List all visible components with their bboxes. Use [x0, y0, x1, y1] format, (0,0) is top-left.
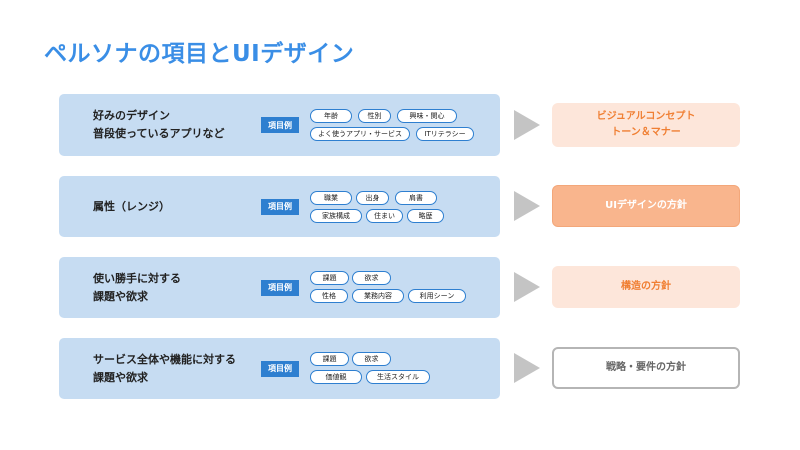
row-usability: 使い勝手に対する 課題や欲求 項目例 課題 欲求 性格 業務内容 利用シーン — [59, 257, 500, 318]
row-label: 使い勝手に対する 課題や欲求 — [93, 270, 181, 306]
tag: 性格 — [310, 289, 348, 303]
tag: 利用シーン — [408, 289, 466, 303]
tag: 家族構成 — [310, 209, 362, 223]
row-label: 好みのデザイン 普段使っているアプリなど — [93, 107, 224, 143]
row-label-line: 課題や欲求 — [93, 370, 148, 384]
tag: 業務内容 — [352, 289, 404, 303]
row-label: 属性（レンジ） — [93, 198, 170, 216]
arrow-right-icon — [514, 110, 540, 140]
tag: 課題 — [310, 271, 349, 285]
tag: 生活スタイル — [366, 370, 430, 384]
arrow-right-icon — [514, 191, 540, 221]
result-line: 構造の方針 — [621, 281, 671, 292]
example-badge: 項目例 — [261, 198, 299, 215]
row-label-line: 使い勝手に対する — [93, 271, 181, 285]
row-attributes: 属性（レンジ） 項目例 職業 出身 肩書 家族構成 住まい 略歴 — [59, 176, 500, 237]
row-label-line: 普段使っているアプリなど — [93, 127, 225, 140]
tag: 略歴 — [407, 209, 444, 223]
tag: 年齢 — [310, 109, 352, 123]
tag: 性別 — [358, 109, 391, 123]
tag: 職業 — [310, 191, 352, 205]
tag: 肩書 — [395, 191, 437, 205]
example-badge: 項目例 — [261, 117, 299, 133]
tag: 出身 — [356, 191, 389, 205]
row-label: サービス全体や機能に対する 課題や欲求 — [93, 351, 236, 387]
tag: ITリテラシー — [416, 127, 474, 141]
row-preferences: 好みのデザイン 普段使っているアプリなど 項目例 年齢 性別 興味・関心 よく使… — [59, 94, 500, 156]
tag: 住まい — [366, 209, 403, 223]
result-visual-concept: ビジュアルコンセプト トーン＆マナー — [552, 103, 740, 147]
result-strategy-policy: 戦略・要件の方針 — [552, 347, 740, 389]
result-ui-design-policy: UIデザインの方針 — [552, 185, 740, 227]
example-badge: 項目例 — [261, 279, 299, 296]
row-label-line: 好みのデザイン — [93, 109, 170, 122]
tag: 欲求 — [352, 271, 391, 285]
row-service: サービス全体や機能に対する 課題や欲求 項目例 課題 欲求 価値観 生活スタイル — [59, 338, 500, 399]
example-badge: 項目例 — [261, 360, 299, 377]
arrow-right-icon — [514, 272, 540, 302]
row-label-line: 属性（レンジ） — [93, 199, 170, 213]
tag: よく使うアプリ・サービス — [310, 127, 410, 141]
page-title: ペルソナの項目とUIデザイン — [44, 41, 355, 67]
tag: 価値観 — [310, 370, 362, 384]
result-line: トーン＆マナー — [611, 127, 681, 138]
arrow-right-icon — [514, 353, 540, 383]
result-line: UIデザインの方針 — [605, 200, 687, 211]
result-line: 戦略・要件の方針 — [606, 362, 686, 373]
row-label-line: サービス全体や機能に対する — [93, 352, 236, 366]
result-line: ビジュアルコンセプト — [596, 111, 696, 122]
row-label-line: 課題や欲求 — [93, 289, 148, 303]
tag: 欲求 — [352, 352, 391, 366]
tag: 興味・関心 — [397, 109, 457, 123]
tag: 課題 — [310, 352, 349, 366]
result-structure-policy: 構造の方針 — [552, 266, 740, 308]
